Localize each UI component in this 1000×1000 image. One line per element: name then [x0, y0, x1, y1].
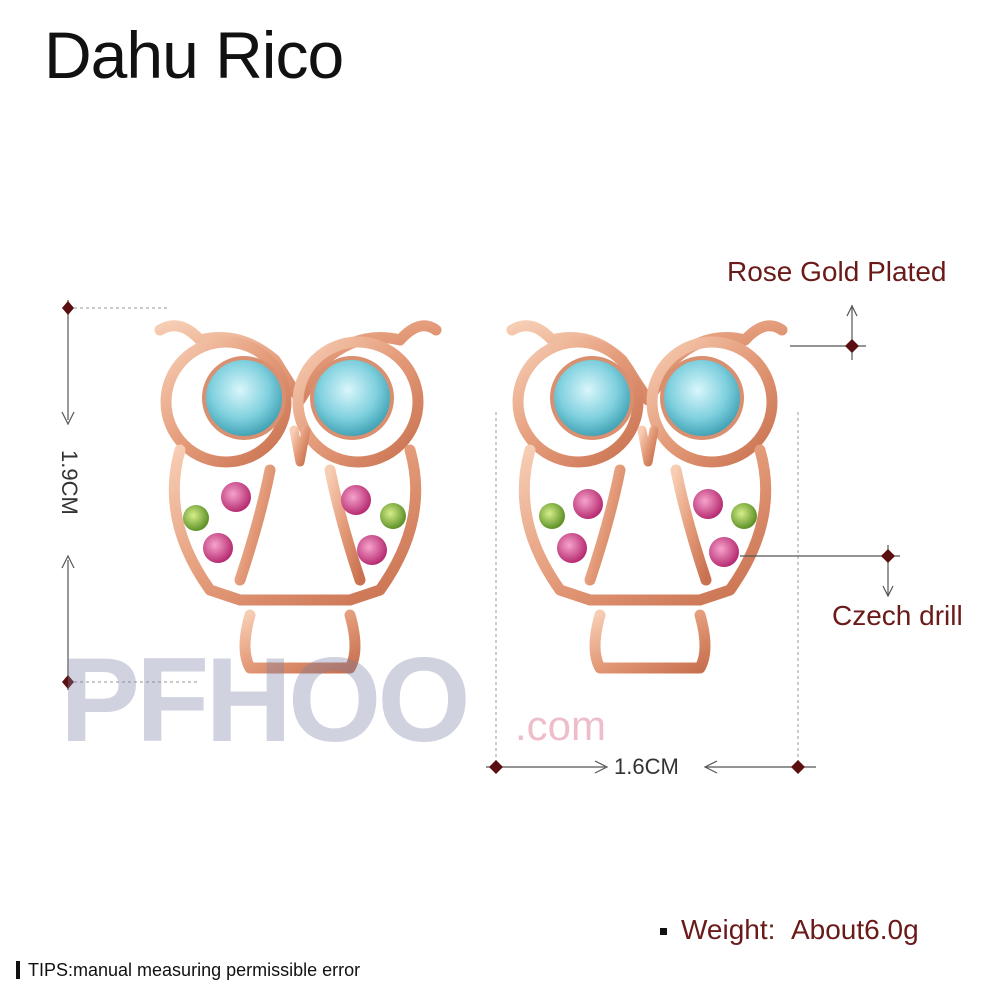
plating-label: Rose Gold Plated: [727, 256, 947, 287]
owl-eye-crystals-right: [550, 356, 744, 440]
brand-title: Dahu Rico: [44, 18, 344, 92]
tips-note: TIPS:manual measuring permissible error: [16, 960, 360, 981]
stone-callout-line: [740, 545, 900, 598]
owl-earring-right: [506, 320, 788, 674]
height-dimension-label: 1.9CM: [57, 450, 82, 515]
width-dimension-label: 1.6CM: [614, 754, 679, 779]
watermark-logo: PFHOO: [60, 633, 471, 767]
owl-body-crystals-left: [183, 482, 406, 565]
owl-body-crystals-right: [539, 489, 757, 567]
weight-spec: Weight: About6.0g: [660, 914, 919, 946]
bullet-icon: [660, 928, 667, 936]
stone-label: Czech drill: [832, 600, 963, 631]
plating-callout-line: [790, 304, 866, 360]
weight-label: Weight:: [681, 914, 776, 945]
owl-eye-crystals-left: [202, 356, 394, 440]
tips-text: TIPS:manual measuring permissible error: [28, 960, 361, 980]
width-dimension-line: [486, 412, 816, 774]
owl-earring-left: [154, 320, 442, 674]
height-dimension-line: [61, 300, 200, 690]
watermark-suffix: .com: [515, 702, 607, 749]
tips-bar-icon: [16, 961, 20, 979]
weight-value: About6.0g: [790, 914, 919, 945]
